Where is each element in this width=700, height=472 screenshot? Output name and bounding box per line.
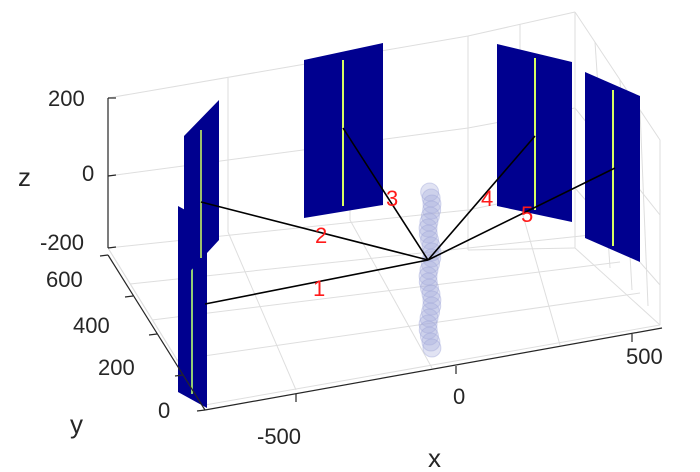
z-axis-label: z: [18, 162, 31, 192]
y-axis-line: [107, 254, 206, 411]
projection-ray-2: [200, 201, 429, 261]
point-cloud-dot: [419, 308, 439, 328]
point-cloud: [418, 182, 442, 358]
projection-ray-5: [427, 167, 616, 261]
point-cloud-dot: [418, 266, 438, 286]
point-cloud-dot: [419, 326, 439, 346]
x-tick-label: 0: [453, 384, 465, 409]
y-tick-label: 200: [98, 355, 135, 380]
y-tick-label: 0: [158, 398, 170, 423]
point-cloud-dot: [418, 272, 438, 292]
point-cloud-dot: [421, 332, 441, 352]
projection-panel-5: [585, 72, 640, 262]
point-cloud-dot: [418, 320, 438, 340]
point-cloud-dot: [422, 338, 442, 358]
point-cloud-dot: [422, 200, 442, 220]
point-cloud-dot: [420, 182, 440, 202]
point-cloud-dot: [420, 230, 440, 250]
point-cloud-dot: [421, 188, 441, 208]
point-cloud-dot: [420, 206, 440, 226]
point-cloud-dot: [419, 278, 439, 298]
projection-panel-2: [184, 100, 219, 278]
projection-label-5: 5: [521, 202, 533, 227]
x-axis-label: x: [428, 443, 441, 472]
point-cloud-dot: [422, 194, 442, 214]
y-tick-label: 600: [46, 267, 83, 292]
z-tick-labels: 200 0 -200: [40, 86, 94, 255]
point-cloud-dot: [418, 224, 438, 244]
projection-rays: [200, 127, 616, 305]
projection-label-1: 1: [313, 276, 325, 301]
z-tick-label: -200: [40, 230, 84, 255]
projection-labels: 1 2 3 4 5: [313, 186, 533, 301]
z-tick-label: 0: [82, 161, 94, 186]
projection-panel-3: [304, 43, 383, 218]
point-cloud-dot: [421, 284, 441, 304]
projection-ray-1: [204, 259, 429, 305]
point-cloud-dot: [418, 314, 438, 334]
x-tick-label: 500: [626, 344, 663, 369]
projection-ray-4: [427, 135, 536, 261]
point-cloud-dot: [418, 218, 438, 238]
point-cloud-dot: [421, 302, 441, 322]
projection-label-2: 2: [315, 223, 327, 248]
projection-ray-3: [342, 127, 429, 261]
projection-label-3: 3: [386, 186, 398, 211]
point-cloud-dot: [422, 290, 442, 310]
projection-panel-4: [497, 44, 572, 222]
x-tick-labels: -500 0 500: [257, 344, 663, 449]
x-tick-label: -500: [257, 424, 301, 449]
z-tick-label: 200: [48, 86, 85, 111]
point-cloud-dot: [422, 296, 442, 316]
y-axis-label: y: [70, 409, 83, 439]
projection-label-4: 4: [481, 186, 493, 211]
y-tick-label: 400: [73, 313, 110, 338]
point-cloud-dot: [419, 212, 439, 232]
y-tick-labels: 600 400 200 0: [46, 267, 170, 423]
x-axis-line: [204, 327, 663, 411]
axis-lines: [99, 97, 663, 412]
point-cloud-dot: [419, 260, 439, 280]
